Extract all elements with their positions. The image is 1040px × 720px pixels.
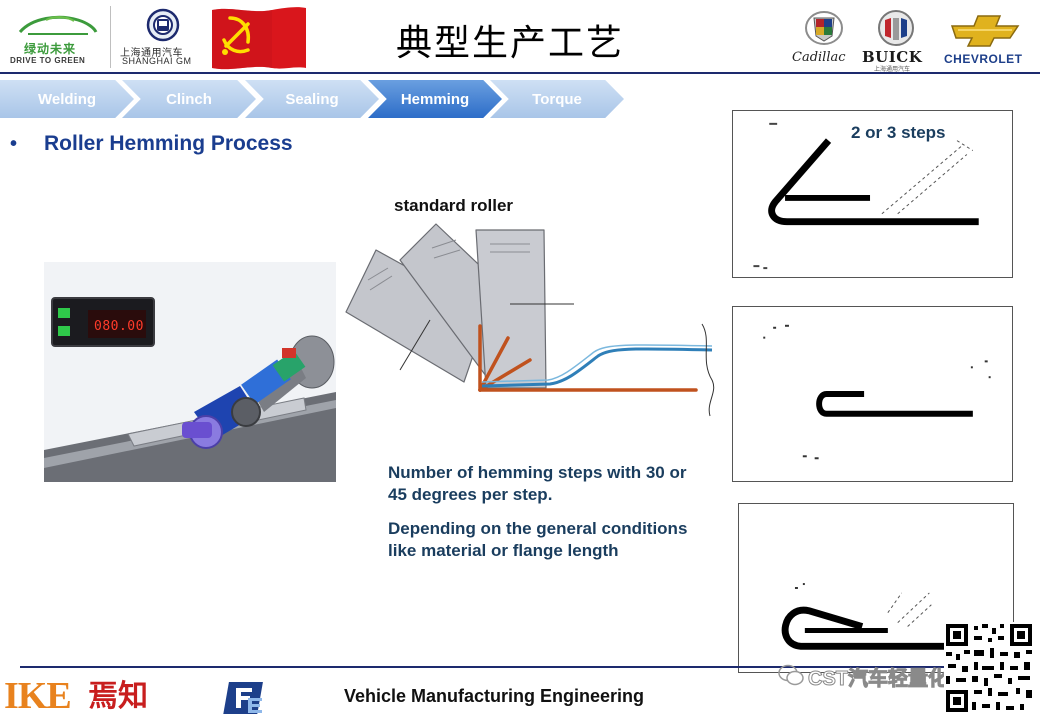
logo-green-en: DRIVE TO GREEN <box>10 56 86 65</box>
buick-subtext: 上海通用汽车 <box>874 67 911 73</box>
step-sealing-label: Sealing <box>285 90 339 108</box>
cadillac-crest-icon <box>805 11 843 45</box>
standard-roller-label: standard roller <box>394 196 514 215</box>
gm-emblem-icon <box>146 8 180 42</box>
green-car-icon <box>18 15 98 35</box>
bullet-marker: • <box>10 133 18 155</box>
roller-block-3 <box>475 229 547 389</box>
chevrolet-wordmark: CHEVROLET <box>944 52 1023 66</box>
chevrolet-bowtie-icon <box>950 15 1020 47</box>
buick-brand: BUICK 上海通用汽车 <box>860 10 936 73</box>
step-clinch[interactable]: Clinch <box>122 80 256 118</box>
description-steps: Number of hemming steps with 30 or 45 de… <box>388 463 687 504</box>
step-welding-label: Welding <box>37 90 97 108</box>
qr-code-icon[interactable] <box>944 622 1034 714</box>
wechat-account-name: CST汽车轻量化 <box>808 668 949 691</box>
roller-hemming-machine-image: 080.00 <box>44 262 336 482</box>
logo-sgm-cn: 上海通用汽车 <box>120 48 183 59</box>
logo-sgm-en: SHANGHAI GM <box>122 56 192 66</box>
step-welding[interactable]: Welding <box>0 80 134 118</box>
hem-step-diagram-1: 2 or 3 steps <box>732 110 1013 278</box>
hemming-robot-illustration <box>44 297 336 482</box>
step-clinch-label: Clinch <box>166 90 212 108</box>
section-title: Roller Hemming Process <box>44 132 293 155</box>
chevrolet-brand: CHEVROLET <box>940 12 1036 68</box>
description-conditions: Depending on the general conditions like… <box>388 519 688 560</box>
shanghai-gm-logo: 上海通用汽车 SHANGHAI GM <box>118 8 210 68</box>
step-hemming-label: Hemming <box>400 90 470 108</box>
hem-step-diagram-2 <box>732 306 1013 482</box>
buick-wordmark: BUICK <box>862 48 923 66</box>
steps-count-label: 2 or 3 steps <box>851 123 946 142</box>
footer-title: Vehicle Manufacturing Engineering <box>344 686 645 706</box>
wechat-watermark: CST汽车轻量化 <box>778 662 949 691</box>
header-rule <box>0 72 1040 74</box>
ike-yanzhi-logo: IKE 焉知 <box>4 676 164 716</box>
logo-ike-text: IKE <box>4 675 72 717</box>
hem-stage-open-drawing <box>753 122 979 270</box>
party-flag-icon <box>212 7 306 70</box>
roller-hemming-diagram <box>345 223 715 417</box>
footer-rule <box>20 666 1020 668</box>
step-torque-label: Torque <box>532 90 582 108</box>
header-divider <box>110 6 111 68</box>
step-sealing[interactable]: Sealing <box>245 80 379 118</box>
process-steps: Welding Clinch Sealing Hemming Torque <box>0 80 640 118</box>
cadillac-brand: Cadillac <box>790 10 856 68</box>
page-title: 典型生产工艺 <box>395 23 624 64</box>
hem-stage-closed-drawing <box>763 324 991 460</box>
hemming-description: Number of hemming steps with 30 or 45 de… <box>388 462 708 562</box>
fe-emblem-icon <box>223 682 263 714</box>
logo-yanzhi-text: 焉知 <box>88 680 148 713</box>
hem-stage-final-drawing <box>781 583 1009 650</box>
step-hemming[interactable]: Hemming <box>368 80 502 118</box>
lcd-readout: 080.00 <box>94 319 144 334</box>
cadillac-wordmark: Cadillac <box>792 50 846 65</box>
buick-shield-icon <box>878 10 914 46</box>
step-torque[interactable]: Torque <box>490 80 624 118</box>
logo-green-cn: 绿动未来 <box>24 42 77 56</box>
drive-to-green-logo: 绿动未来 DRIVE TO GREEN <box>8 10 104 66</box>
wechat-icon <box>778 664 804 686</box>
